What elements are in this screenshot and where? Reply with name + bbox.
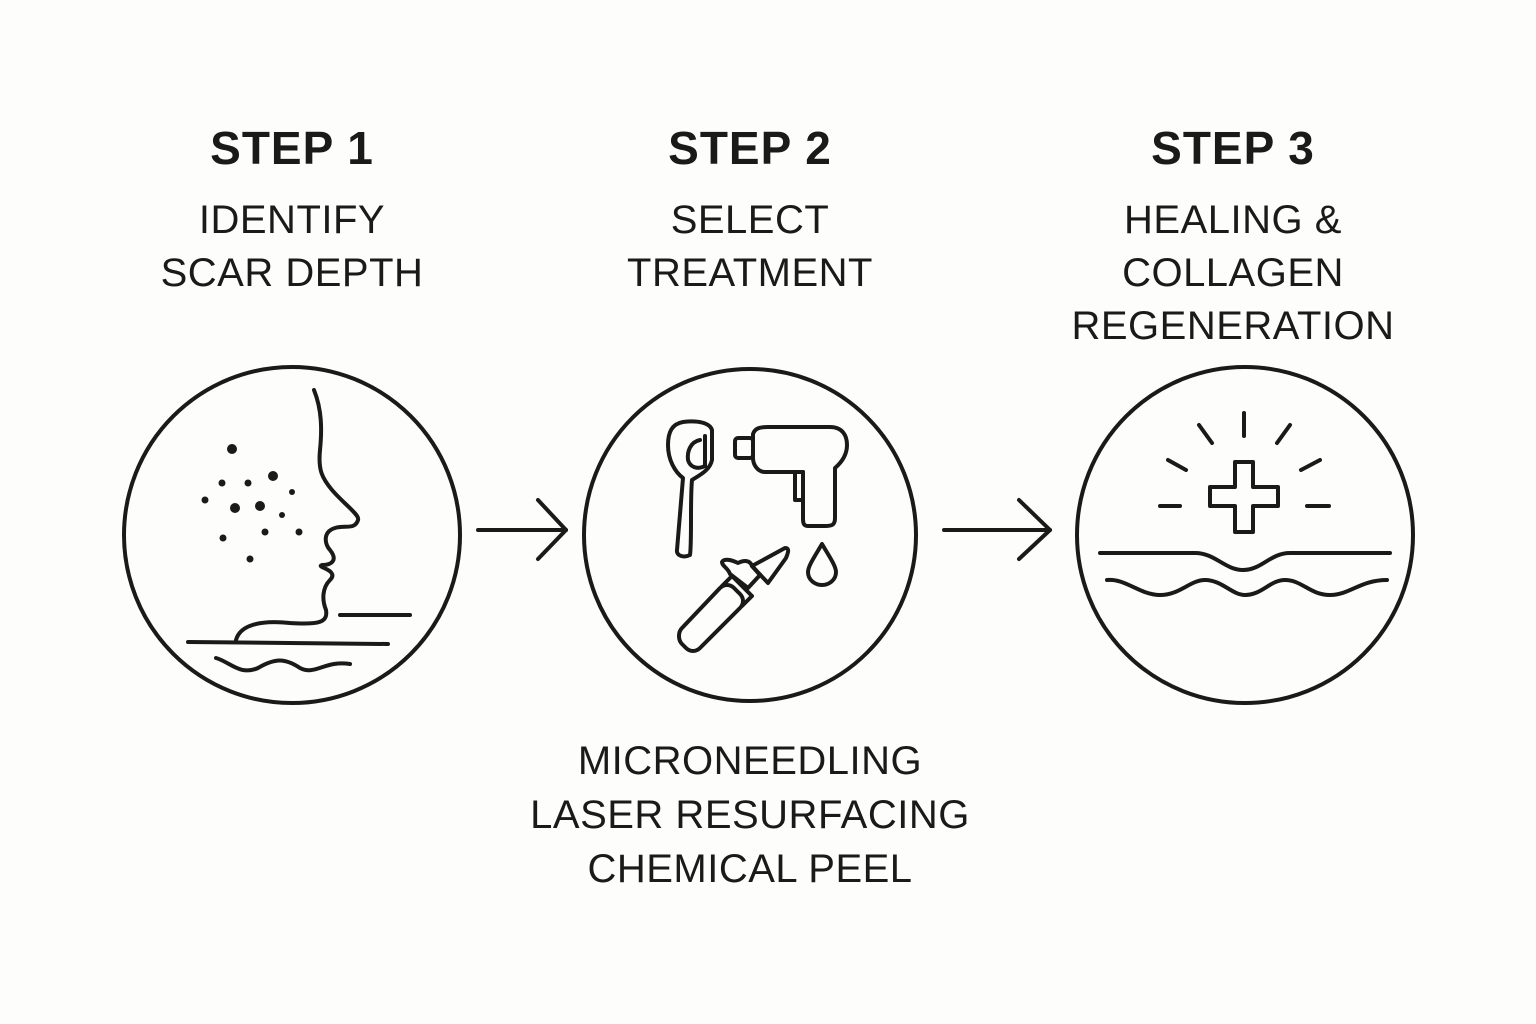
step-3-title: STEP 3 xyxy=(1151,122,1315,174)
treatment-tools-icon xyxy=(582,367,918,703)
healing-cross-skin-icon xyxy=(1075,365,1415,705)
skin-wave-line xyxy=(214,656,352,673)
step-2-description-line: SELECT xyxy=(670,198,830,242)
radiance-rays xyxy=(1158,411,1331,508)
step-2-description: SELECT TREATMENT xyxy=(540,194,960,300)
collagen-wave-line xyxy=(1105,577,1389,597)
step-1-circle xyxy=(122,365,462,705)
treatment-option: CHEMICAL PEEL xyxy=(587,847,913,891)
face-profile-outline xyxy=(234,388,361,642)
laser-device-icon xyxy=(733,425,849,528)
step-3-description-line: REGENERATION xyxy=(1071,304,1395,348)
step-1-description-line: IDENTIFY xyxy=(198,198,386,242)
microneedling-roller-icon xyxy=(666,419,714,559)
medical-cross-icon xyxy=(1208,460,1280,534)
acne-scar-dots xyxy=(201,444,303,563)
step-3-description-line: HEALING & xyxy=(1124,198,1342,242)
chemical-peel-dropper-icon xyxy=(677,546,791,653)
treatment-options-list: MICRONEEDLING LASER RESURFACING CHEMICAL… xyxy=(440,734,1060,896)
face-profile-with-scars-icon xyxy=(122,365,462,705)
step-3-circle xyxy=(1075,365,1415,705)
skin-layer-line xyxy=(186,640,390,646)
treatment-option: MICRONEEDLING xyxy=(577,739,923,783)
step-2-description-line: TREATMENT xyxy=(627,251,873,295)
arrow-right-icon xyxy=(476,498,568,561)
step-2-circle xyxy=(582,367,918,703)
step-3-description-line: COLLAGEN xyxy=(1122,251,1344,295)
step-2-title: STEP 2 xyxy=(668,122,832,174)
step-1-description: IDENTIFY SCAR DEPTH xyxy=(82,194,502,300)
arrow-right-icon xyxy=(942,498,1052,561)
step-1-title: STEP 1 xyxy=(210,122,374,174)
step-1-description-line: SCAR DEPTH xyxy=(160,251,424,295)
skin-surface-line xyxy=(1098,551,1392,572)
step-3-description: HEALING & COLLAGEN REGENERATION xyxy=(1023,194,1443,353)
treatment-option: LASER RESURFACING xyxy=(530,793,970,837)
droplet-icon xyxy=(806,542,838,587)
